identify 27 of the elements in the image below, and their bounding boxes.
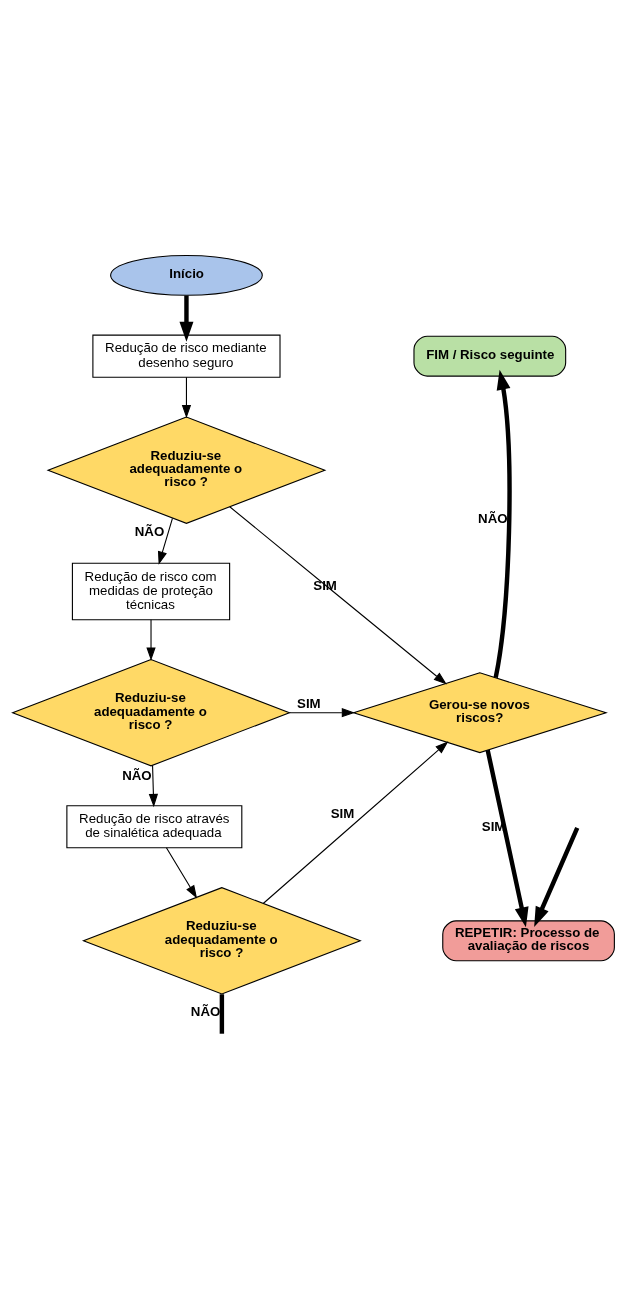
- edge-label: SIM: [330, 805, 355, 821]
- arrow: [262, 740, 449, 904]
- arrow: [148, 764, 159, 807]
- arrow: [157, 517, 173, 565]
- edge-label: NÃO: [190, 1003, 221, 1019]
- node-box: FIM / Risco seguinte: [413, 335, 567, 377]
- arrow: [493, 369, 512, 678]
- arrow: [179, 295, 194, 342]
- arrow: [534, 826, 580, 927]
- node-diamond: Reduziu-se adequadamente o risco ?: [46, 416, 327, 524]
- arrow: [229, 505, 447, 685]
- node-box: Redução de risco através de sinalética adequada: [66, 804, 243, 848]
- edge-label: SIM: [297, 695, 321, 711]
- edge-label: NÃO: [122, 767, 152, 783]
- arrow: [288, 707, 356, 717]
- arrow: [165, 846, 198, 899]
- arrow: [485, 749, 529, 927]
- arrow: [181, 376, 192, 418]
- arrow: [146, 618, 156, 661]
- node-box: Redução de risco mediante desenho seguro: [92, 334, 281, 378]
- node-ellipse: Início: [110, 254, 263, 296]
- node-diamond: Reduziu-se adequadamente o risco ?: [11, 658, 291, 766]
- edge-label: NÃO: [134, 523, 165, 539]
- node-box: Redução de risco com medidas de proteção técnicas: [71, 562, 231, 620]
- node-box: REPETIR: Processo de avaliação de riscos: [442, 919, 615, 961]
- connector: [219, 993, 225, 1034]
- edge-label: NÃO: [478, 510, 508, 526]
